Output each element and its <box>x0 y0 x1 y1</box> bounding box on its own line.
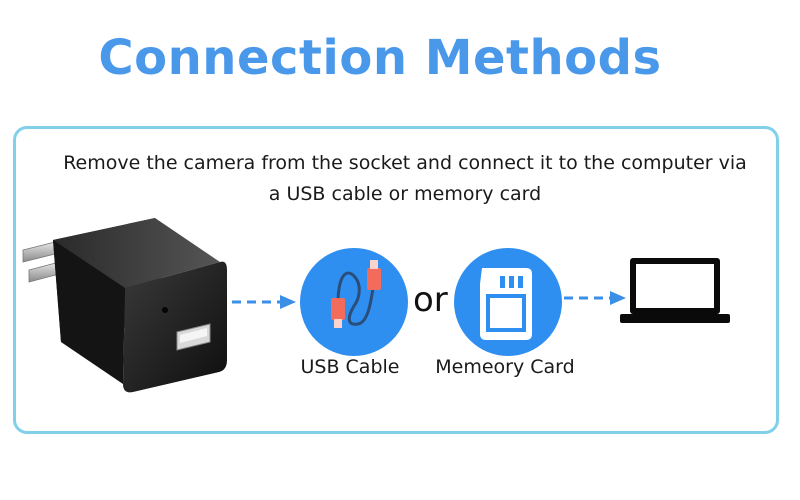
memory-card-label: Memeory Card <box>435 356 575 378</box>
usb-cable-label: USB Cable <box>300 356 400 378</box>
instruction-line-2: a USB cable or memory card <box>268 183 542 205</box>
instruction-line-1: Remove the camera from the socket and co… <box>63 152 747 174</box>
dashed-arrow-icon <box>232 295 296 309</box>
or-label: or <box>413 280 448 320</box>
content-panel <box>13 126 779 434</box>
page-title: Connection Methods <box>98 30 662 86</box>
usb-wall-charger-icon <box>22 218 227 393</box>
usb-cable-icon <box>300 248 408 356</box>
dashed-arrow-icon <box>564 291 626 305</box>
instruction-text: Remove the camera from the socket and co… <box>30 148 780 210</box>
laptop-icon <box>620 258 730 323</box>
memory-card-icon <box>454 248 562 356</box>
